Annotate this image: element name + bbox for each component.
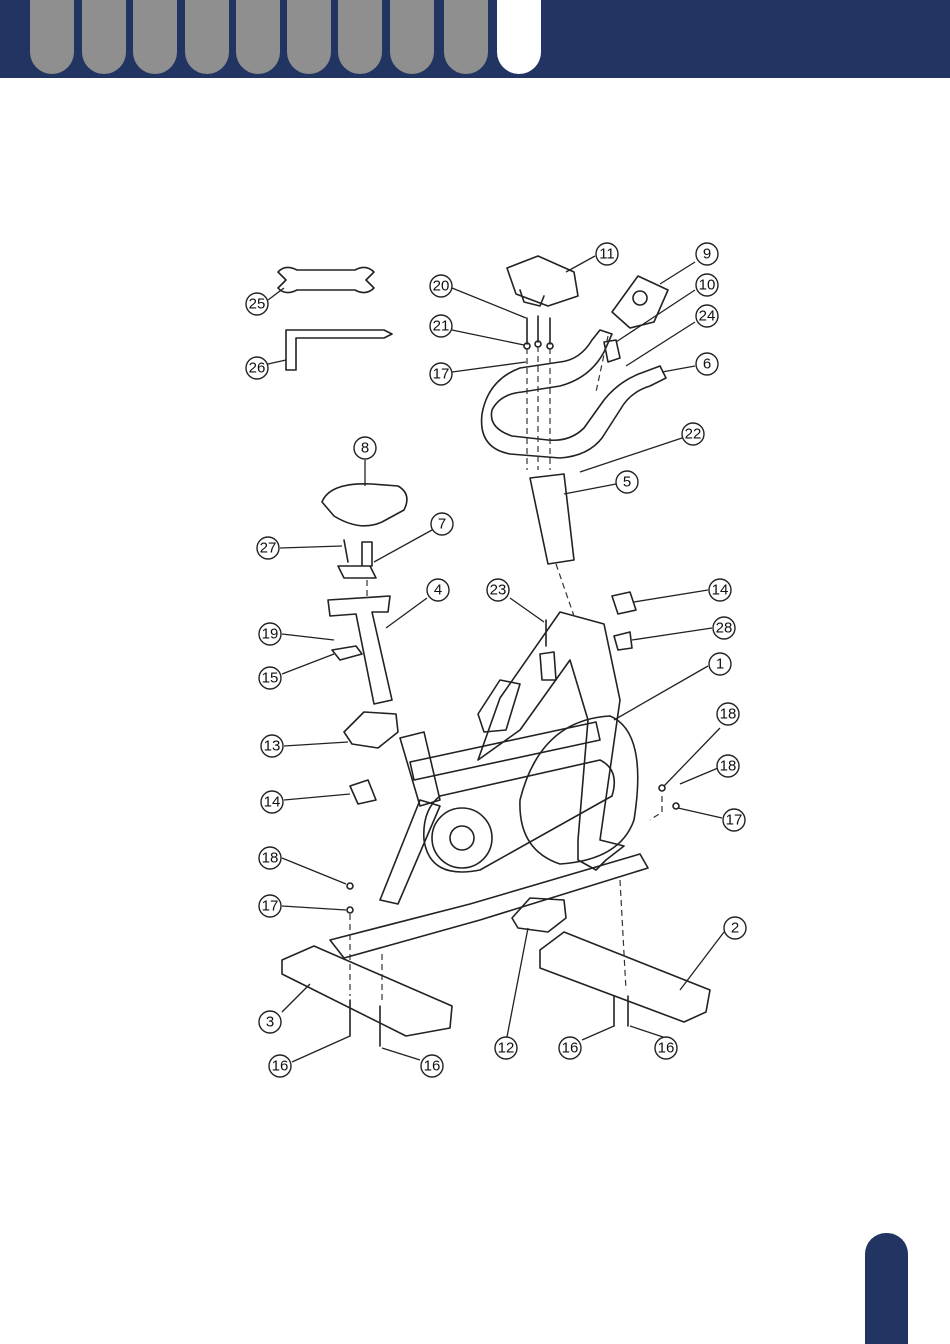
callout-label: 17 [433, 366, 450, 383]
callout-label: 18 [262, 850, 279, 867]
rear-stabilizer-part [540, 932, 710, 1022]
callout-label: 22 [685, 426, 702, 443]
adjust-knob-part [350, 780, 376, 804]
callout-label: 2 [731, 920, 739, 937]
lock-knob-part [614, 632, 632, 650]
front-stabilizer-part [282, 946, 452, 1036]
hex-key-part [286, 330, 392, 370]
callout-label: 4 [434, 582, 442, 599]
saddle-slider-part [338, 542, 376, 578]
callout-label: 17 [726, 812, 743, 829]
right-pedal-part [512, 898, 566, 932]
callout-label: 1 [716, 656, 724, 673]
callout-label: 14 [264, 794, 281, 811]
callout-label: 12 [498, 1040, 515, 1057]
callout-label: 23 [490, 582, 507, 599]
frame-part [400, 612, 624, 870]
callout-label: 25 [249, 296, 266, 313]
saddle-bolt [344, 540, 348, 562]
callout-label: 6 [703, 356, 711, 373]
pedal-part [344, 712, 398, 748]
callout-label: 21 [433, 318, 450, 335]
callout-label: 7 [438, 516, 446, 533]
callout-label: 19 [262, 626, 279, 643]
crank-wheel [432, 808, 492, 868]
callout-label: 18 [720, 758, 737, 775]
handlebar-bolts [527, 316, 550, 344]
callout-label: 5 [623, 474, 631, 491]
callout-label: 17 [262, 898, 279, 915]
washer [347, 907, 353, 913]
callout-label: 20 [433, 278, 450, 295]
tension-knob-part [612, 592, 636, 614]
callout-label: 3 [266, 1014, 274, 1031]
callout-label: 10 [699, 277, 716, 294]
callout-label: 16 [424, 1058, 441, 1075]
callout-label: 24 [699, 308, 716, 325]
callout-label: 16 [562, 1040, 579, 1057]
callout-label: 8 [361, 440, 369, 457]
flywheel-part [520, 716, 638, 864]
callout-label: 11 [599, 246, 615, 263]
callout-label: 14 [712, 582, 729, 599]
chain-cover-part [424, 760, 614, 872]
handlebar-clamp-part [507, 256, 578, 306]
callout-label: 16 [272, 1058, 289, 1075]
console-screen [633, 291, 647, 305]
wrench-part [278, 267, 374, 292]
callout-label: 15 [262, 670, 279, 687]
callout-label: 16 [658, 1040, 675, 1057]
callout-label: 27 [260, 540, 277, 557]
callout-label: 26 [249, 360, 266, 377]
callout-label: 13 [264, 738, 281, 755]
handlebar-part [482, 330, 666, 458]
water-bottle-part [478, 680, 520, 732]
callout-label: 9 [703, 246, 711, 263]
seat-knob-part [332, 646, 362, 660]
console-bracket-part [604, 340, 620, 362]
page-number-tab [865, 1233, 908, 1344]
saddle-part [322, 484, 407, 526]
bolt-head [347, 883, 353, 889]
callout-label: 28 [716, 620, 733, 637]
callout-label: 18 [720, 706, 737, 723]
handlebar-post-part [530, 474, 574, 564]
console-part [612, 276, 668, 328]
